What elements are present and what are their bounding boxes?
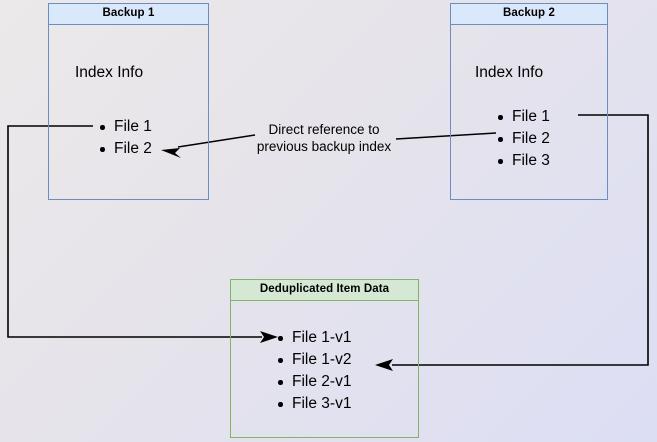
node-backup-2[interactable]: Backup 2 Index Info File 1 File 2 File 3 bbox=[450, 3, 608, 200]
node-backup-1-file-list: File 1 File 2 bbox=[99, 116, 152, 160]
node-deduplicated-item-data-file-list: File 1-v1 File 1-v2 File 2-v1 File 3-v1 bbox=[277, 327, 351, 415]
node-backup-1-header: Backup 1 bbox=[49, 4, 208, 25]
list-item: File 2 bbox=[99, 138, 152, 160]
node-backup-2-file-list: File 1 File 2 File 3 bbox=[497, 106, 550, 172]
node-deduplicated-item-data[interactable]: Deduplicated Item Data File 1-v1 File 1-… bbox=[230, 279, 419, 438]
node-backup-1-body: Index Info File 1 File 2 bbox=[49, 25, 208, 199]
node-deduplicated-item-data-body: File 1-v1 File 1-v2 File 2-v1 File 3-v1 bbox=[231, 301, 418, 437]
list-item: File 1-v1 bbox=[277, 327, 351, 349]
edge-label-direct-reference: Direct reference to previous backup inde… bbox=[256, 122, 392, 154]
node-backup-2-subtitle: Index Info bbox=[475, 64, 544, 81]
node-deduplicated-item-data-header: Deduplicated Item Data bbox=[231, 280, 418, 301]
list-item: File 3-v1 bbox=[277, 393, 351, 415]
list-item: File 2-v1 bbox=[277, 371, 351, 393]
list-item: File 3 bbox=[497, 150, 550, 172]
list-item: File 1 bbox=[99, 116, 152, 138]
node-backup-1-subtitle: Index Info bbox=[75, 64, 144, 81]
list-item: File 1 bbox=[497, 106, 550, 128]
list-item: File 2 bbox=[497, 128, 550, 150]
node-backup-2-header: Backup 2 bbox=[451, 4, 607, 25]
node-backup-2-body: Index Info File 1 File 2 File 3 bbox=[451, 25, 607, 199]
node-backup-1[interactable]: Backup 1 Index Info File 1 File 2 bbox=[48, 3, 209, 200]
list-item: File 1-v2 bbox=[277, 349, 351, 371]
